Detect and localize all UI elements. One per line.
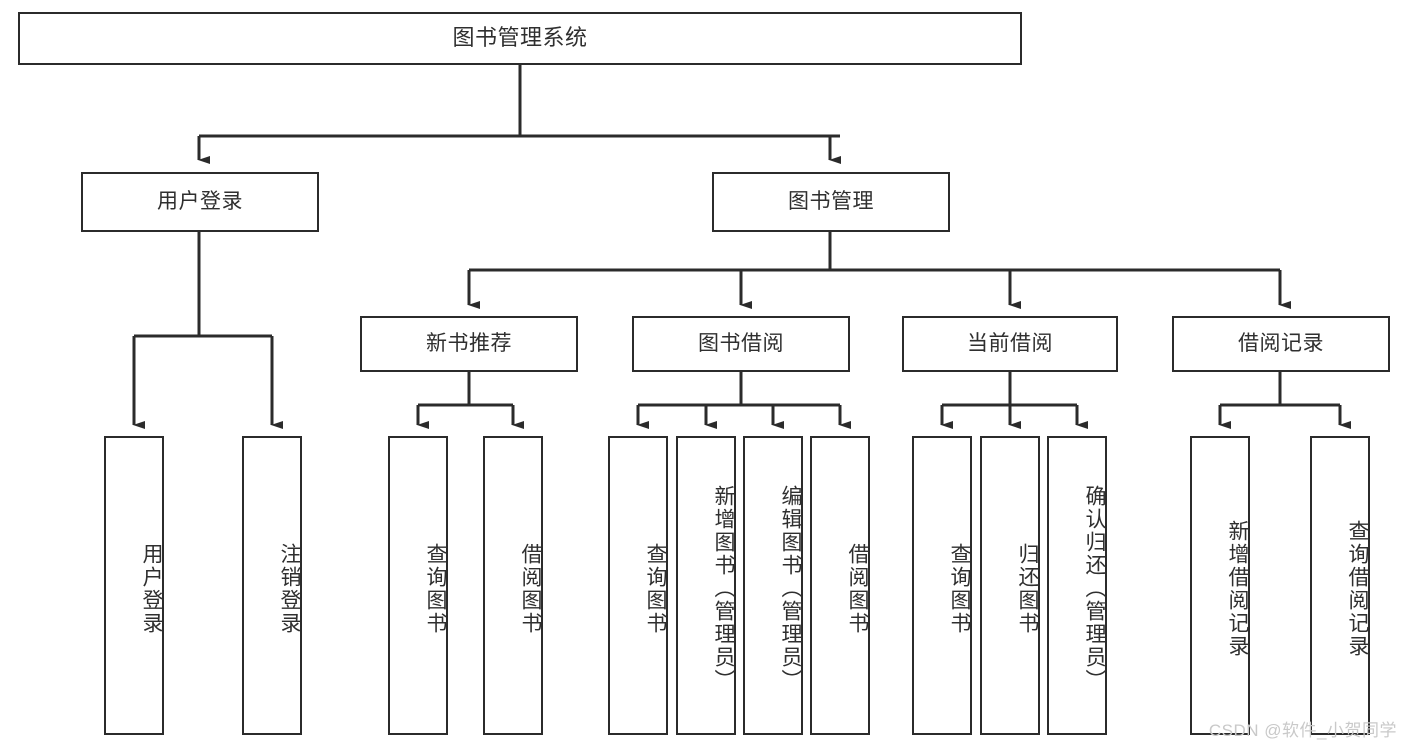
node-user-login[interactable]: 用户登录 <box>81 172 319 232</box>
leaf-new-book-borrow-book[interactable]: 借阅图书 <box>483 436 543 735</box>
node-label: 查询借阅记录 <box>1346 519 1369 658</box>
node-current-borrow[interactable]: 当前借阅 <box>902 316 1118 372</box>
node-label: 图书管理 <box>788 190 874 214</box>
node-label: 新增图书（管理员） <box>712 485 735 692</box>
node-label: 确认归还（管理员） <box>1083 485 1106 692</box>
node-label: 查询图书 <box>948 542 971 635</box>
node-label: 用户登录 <box>140 542 163 635</box>
leaf-book-borrow-query-book[interactable]: 查询图书 <box>608 436 668 735</box>
leaf-borrow-record-query-record[interactable]: 查询借阅记录 <box>1310 436 1370 735</box>
leaf-book-borrow-edit-book-admin[interactable]: 编辑图书（管理员） <box>743 436 803 735</box>
leaf-new-book-query-book[interactable]: 查询图书 <box>388 436 448 735</box>
leaf-user-login-logout[interactable]: 注销登录 <box>242 436 302 735</box>
node-new-book-recommend[interactable]: 新书推荐 <box>360 316 578 372</box>
node-label: 新书推荐 <box>426 332 512 356</box>
node-book-borrow[interactable]: 图书借阅 <box>632 316 850 372</box>
node-label: 编辑图书（管理员） <box>779 485 802 692</box>
node-borrow-record[interactable]: 借阅记录 <box>1172 316 1390 372</box>
node-label: 用户登录 <box>157 190 243 214</box>
node-label: 查询图书 <box>644 542 667 635</box>
leaf-book-borrow-add-book-admin[interactable]: 新增图书（管理员） <box>676 436 736 735</box>
leaf-current-borrow-query-book[interactable]: 查询图书 <box>912 436 972 735</box>
node-label: 查询图书 <box>424 542 447 635</box>
leaf-book-borrow-borrow-book[interactable]: 借阅图书 <box>810 436 870 735</box>
node-book-management[interactable]: 图书管理 <box>712 172 950 232</box>
leaf-current-borrow-return-book[interactable]: 归还图书 <box>980 436 1040 735</box>
node-label: 借阅图书 <box>519 542 542 635</box>
leaf-borrow-record-add-record[interactable]: 新增借阅记录 <box>1190 436 1250 735</box>
node-root-book-management-system[interactable]: 图书管理系统 <box>18 12 1022 65</box>
node-label: 图书借阅 <box>698 332 784 356</box>
watermark: CSDN @软件_小贺同学 <box>1208 721 1397 740</box>
node-label: 新增借阅记录 <box>1226 519 1249 658</box>
leaf-current-borrow-confirm-return-admin[interactable]: 确认归还（管理员） <box>1047 436 1107 735</box>
node-label: 当前借阅 <box>967 332 1053 356</box>
node-label: 注销登录 <box>278 542 301 635</box>
node-label: 归还图书 <box>1016 542 1039 635</box>
node-label: 图书管理系统 <box>452 25 588 51</box>
leaf-user-login-login[interactable]: 用户登录 <box>104 436 164 735</box>
node-label: 借阅图书 <box>846 542 869 635</box>
node-label: 借阅记录 <box>1238 332 1324 356</box>
